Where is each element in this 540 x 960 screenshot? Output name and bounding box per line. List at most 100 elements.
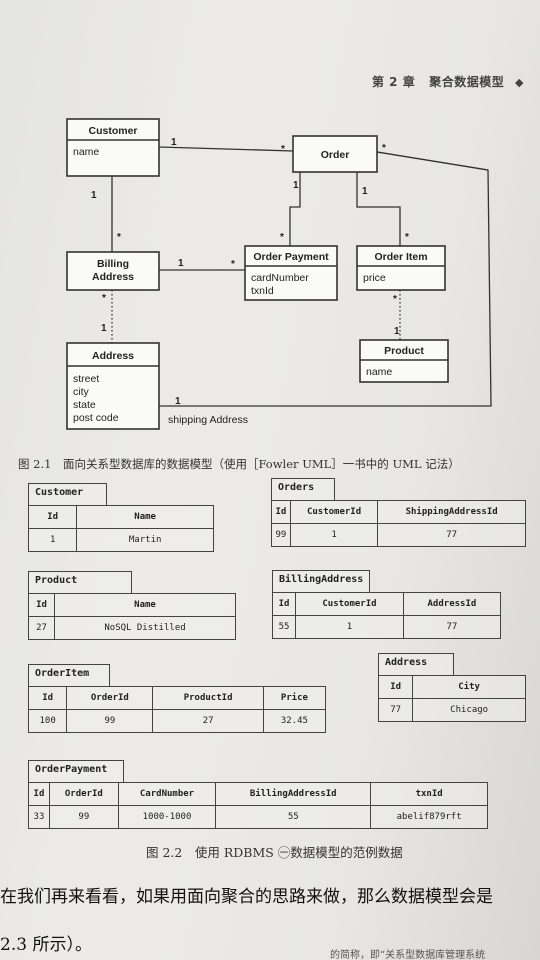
uml-product-attr: name: [366, 366, 392, 378]
diamond-ornament-icon: ◆: [514, 76, 524, 89]
table-header: Id: [28, 782, 50, 806]
mult-many: *: [117, 232, 121, 243]
table-header: CustomerId: [295, 592, 404, 616]
uml-product-box: [359, 339, 449, 383]
table-header: City: [412, 675, 526, 699]
mult-1: 1: [91, 190, 97, 201]
table-header: Id: [27, 686, 68, 710]
uml-payment-name: Order Payment: [253, 251, 329, 263]
table-header: CustomerId: [289, 500, 379, 524]
uml-order-box: [292, 135, 378, 173]
table-header: ProductId: [152, 686, 264, 710]
table-cell: 27: [152, 709, 264, 733]
table-cell: 1000-1000: [117, 805, 217, 829]
table-title-customer: Customer: [28, 483, 107, 505]
table-cell: Martin: [76, 528, 214, 552]
mult-1: 1: [178, 258, 184, 269]
table-header: Id: [27, 505, 78, 529]
table-header: Price: [262, 686, 327, 710]
assoc-customer-order: [158, 146, 294, 152]
table-header: Id: [377, 675, 414, 699]
footnote-fragment: 的简称，即“关系型数据库管理系统: [330, 950, 486, 960]
table-cell: 99: [48, 805, 119, 829]
mult-many: *: [405, 232, 409, 243]
body-paragraph-line-1: 在我们再来看看，如果用面向聚合的思路来做，那么数据模型会是: [0, 887, 493, 907]
table-cell: abelif879rft: [370, 805, 488, 829]
table-cell: 99: [271, 523, 291, 547]
table-cell: Chicago: [412, 698, 526, 722]
uml-address-attr-city: city: [73, 386, 90, 398]
table-cell: 99: [66, 709, 154, 733]
uml-order-name: Order: [321, 149, 350, 161]
table-cell: 33: [28, 805, 50, 829]
table-cell: 1: [27, 528, 78, 552]
table-cell: 27: [27, 616, 56, 640]
table-header: Name: [54, 593, 236, 617]
table-cell: 1: [295, 615, 404, 639]
mult-many: *: [382, 143, 386, 154]
table-header: BillingAddressId: [215, 782, 372, 806]
uml-billing-name-2: Address: [92, 271, 134, 283]
mult-many: *: [393, 294, 397, 305]
mult-1: 1: [171, 137, 177, 148]
mult-1: 1: [293, 180, 299, 191]
table-title-orders: Orders: [271, 478, 335, 500]
table-cell: 100: [27, 709, 68, 733]
table-cell: 55: [215, 805, 372, 829]
mult-many: *: [281, 144, 285, 155]
table-cell: 32.45: [262, 709, 327, 733]
table-cell: 1: [289, 523, 379, 547]
uml-payment-attr-card: cardNumber: [251, 272, 309, 284]
uml-item-attr: price: [363, 272, 386, 284]
uml-address-box: [66, 342, 160, 430]
table-cell: 55: [271, 615, 297, 639]
uml-customer-attr: name: [73, 146, 99, 158]
assoc-order-payment: [289, 172, 301, 246]
uml-customer-box: [66, 118, 160, 177]
chapter-number: 第 2 章: [372, 75, 416, 89]
uml-payment-attr-txn: txnId: [251, 285, 274, 297]
mult-many: *: [231, 259, 235, 270]
uml-address-attr-street: street: [73, 373, 99, 385]
assoc-order-item: [356, 172, 401, 246]
uml-item-box: [356, 245, 446, 291]
table-header: OrderId: [48, 782, 119, 806]
table-cell: 77: [377, 698, 414, 722]
table-header: OrderId: [66, 686, 154, 710]
figure-2-1-caption: 图 2.1 面向关系型数据库的数据模型（使用［Fowler UML］一书中的 U…: [18, 457, 460, 471]
table-title-address: Address: [378, 653, 454, 675]
table-header: Id: [271, 500, 291, 524]
mult-1: 1: [394, 326, 400, 337]
running-head: 第 2 章 聚合数据模型 ◆: [372, 73, 524, 90]
mult-many: *: [102, 293, 106, 304]
mult-1: 1: [101, 323, 107, 334]
mult-1: 1: [362, 186, 368, 197]
uml-item-name: Order Item: [374, 251, 427, 263]
table-header: AddressId: [402, 592, 502, 616]
mult-1: 1: [175, 396, 181, 407]
uml-payment-box: [244, 245, 338, 301]
table-title-product: Product: [28, 571, 132, 593]
mult-many: *: [280, 232, 284, 243]
body-paragraph-line-2: 2.3 所示）。: [0, 935, 92, 955]
uml-billing-name-1: Billing: [97, 258, 129, 270]
uml-billing-box: [66, 251, 160, 291]
table-title-orderitem: OrderItem: [28, 664, 110, 686]
table-cell: NoSQL Distilled: [54, 616, 236, 640]
uml-address-attr-state: state: [73, 399, 96, 411]
figure-2-2-caption: 图 2.2 使用 RDBMS ㊀数据模型的范例数据: [146, 845, 403, 860]
uml-address-name: Address: [92, 350, 134, 362]
uml-address-attr-postcode: post code: [73, 412, 119, 424]
uml-shipping-label: shipping Address: [168, 414, 248, 426]
uml-diagram: Customer name Order Billing Address Orde…: [66, 118, 492, 430]
table-title-billing: BillingAddress: [272, 570, 370, 592]
table-title-orderpayment: OrderPayment: [28, 760, 124, 782]
table-header: ShippingAddressId: [377, 500, 526, 524]
table-header: Id: [27, 593, 56, 617]
